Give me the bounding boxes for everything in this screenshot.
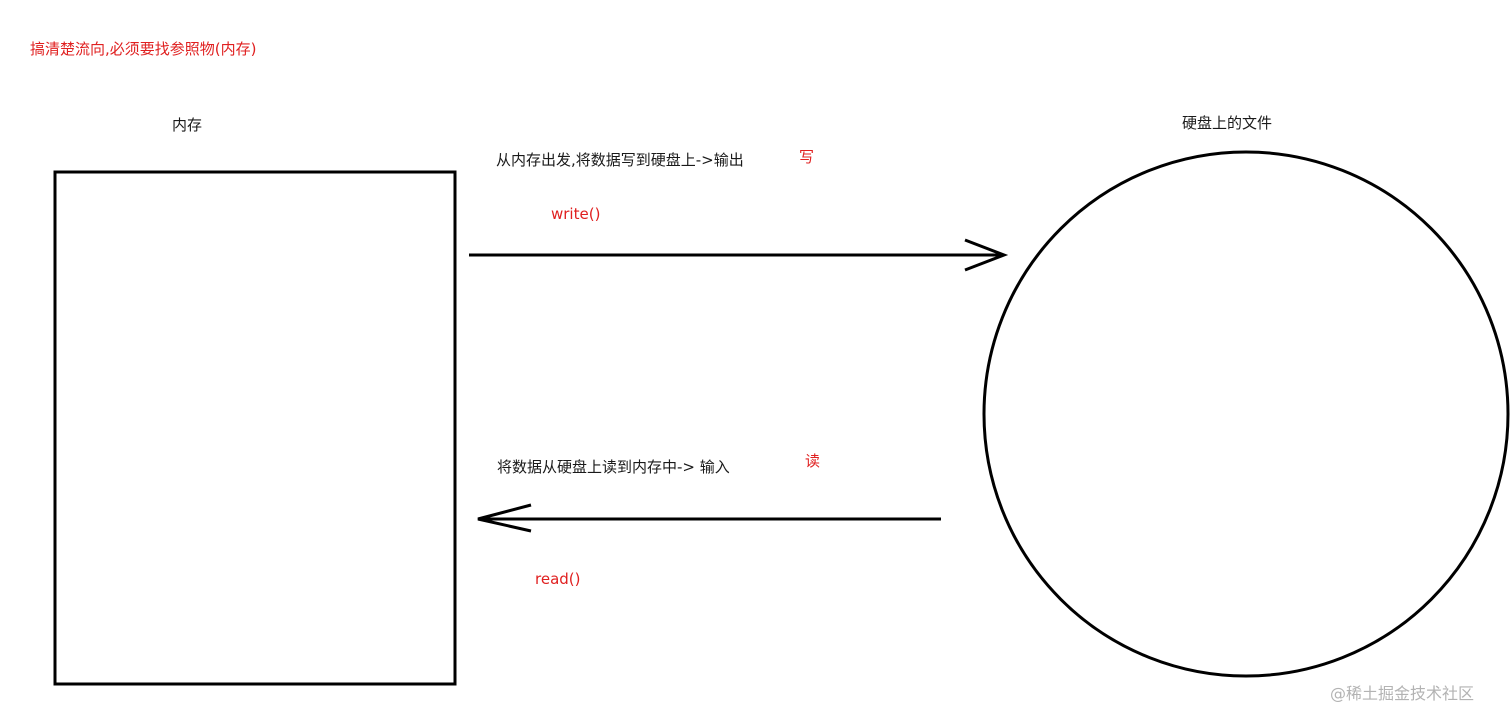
read-arrow (477, 503, 941, 533)
memory-box (53, 170, 457, 686)
disk-file-circle (982, 150, 1510, 678)
memory-label: 内存 (172, 116, 203, 134)
disk-file-label: 硬盘上的文件 (1182, 114, 1273, 132)
write-description: 从内存出发,将数据写到硬盘上->输出 (496, 151, 744, 169)
watermark: @稀土掘金技术社区 (1330, 684, 1475, 703)
read-char-label: 读 (805, 452, 821, 470)
write-function-label: write() (551, 205, 601, 223)
write-char-label: 写 (799, 148, 815, 166)
read-description: 将数据从硬盘上读到内存中-> 输入 (497, 458, 730, 476)
read-function-label: read() (535, 570, 581, 588)
write-arrow (469, 238, 1009, 272)
flow-direction-note: 搞清楚流向,必须要找参照物(内存) (30, 40, 257, 58)
